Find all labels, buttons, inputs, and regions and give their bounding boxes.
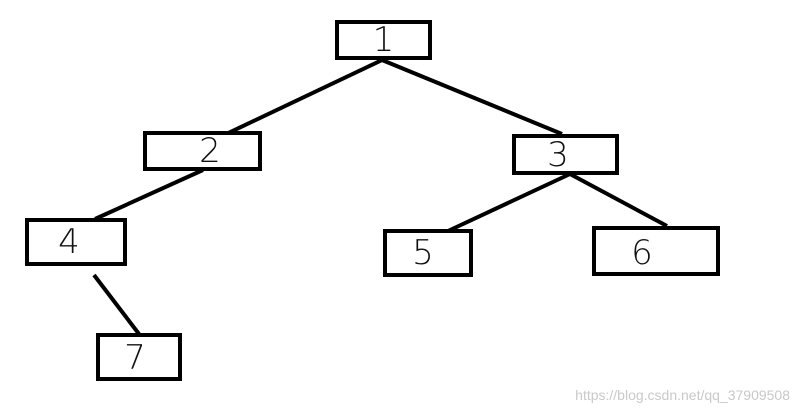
tree-node-6: 6 bbox=[592, 226, 720, 276]
tree-node-1: 1 bbox=[335, 20, 432, 60]
node-label-4: 4 bbox=[58, 222, 80, 262]
node-label-3: 3 bbox=[547, 135, 569, 175]
tree-node-5: 5 bbox=[383, 229, 473, 277]
edge-1-3 bbox=[381, 58, 563, 136]
edge-1-2 bbox=[221, 58, 383, 138]
watermark-url: https://blog.csdn.net/qq_37909508 bbox=[575, 387, 790, 403]
edge-4-7 bbox=[92, 273, 141, 336]
edge-3-6 bbox=[569, 172, 668, 228]
edge-2-4 bbox=[94, 168, 204, 221]
node-label-2: 2 bbox=[199, 131, 221, 171]
tree-node-2: 2 bbox=[143, 131, 262, 171]
tree-node-7: 7 bbox=[96, 333, 182, 381]
edge-3-5 bbox=[447, 172, 571, 233]
node-label-5: 5 bbox=[412, 233, 434, 273]
node-label-1: 1 bbox=[373, 20, 395, 60]
tree-node-3: 3 bbox=[512, 134, 619, 175]
node-label-6: 6 bbox=[631, 233, 653, 273]
node-label-7: 7 bbox=[124, 338, 146, 378]
tree-node-4: 4 bbox=[25, 218, 127, 266]
